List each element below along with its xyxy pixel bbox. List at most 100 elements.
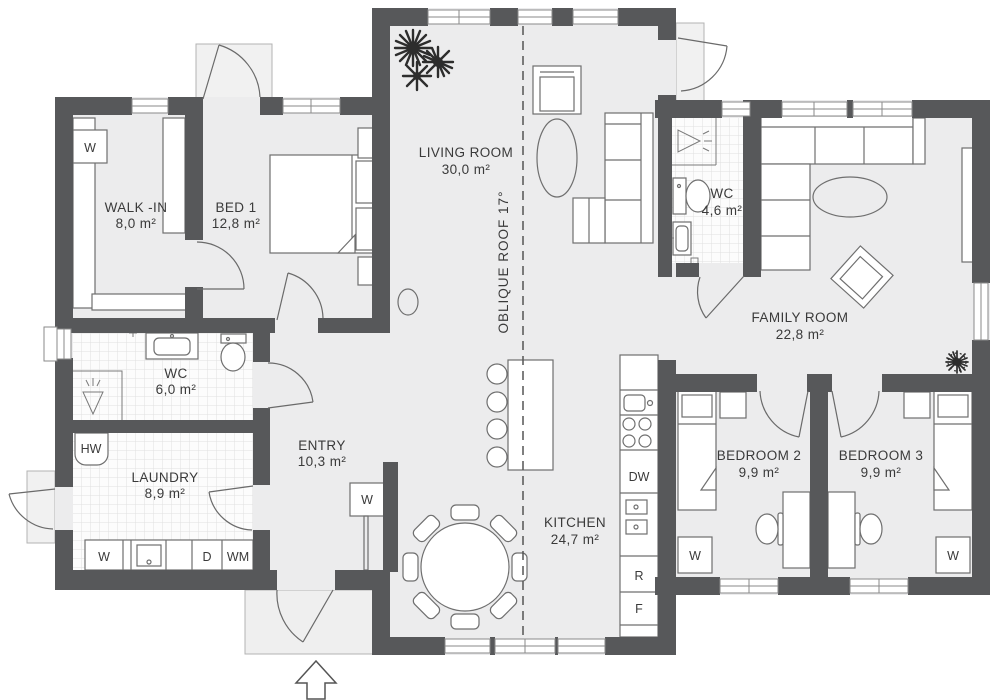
door-swing xyxy=(677,37,728,92)
floor-lamp-icon xyxy=(397,288,419,316)
room-area-family: 22,8 m² xyxy=(776,327,825,342)
door-swing xyxy=(759,390,809,438)
room-area-bed1: 12,8 m² xyxy=(212,216,261,231)
room-label-family: FAMILY ROOM xyxy=(752,310,849,325)
plant-icon xyxy=(945,350,969,374)
room-label-bedroom3: BEDROOM 3 xyxy=(839,448,924,463)
door-swing xyxy=(8,488,56,530)
wardrobe-icon xyxy=(677,536,713,574)
room-label-wc-large: WC xyxy=(164,366,187,381)
wardrobe-label: W xyxy=(947,549,959,563)
room-area-wc-large: 6,0 m² xyxy=(156,382,197,397)
door-swing xyxy=(267,362,314,409)
counter-item xyxy=(625,499,648,515)
entrance-arrow-icon xyxy=(294,659,338,700)
room-labels: WALK -IN 8,0 m² BED 1 12,8 m² LIVING ROO… xyxy=(105,145,924,547)
door-swing xyxy=(196,241,245,290)
freezer-label: F xyxy=(635,602,643,616)
wardrobe-icon xyxy=(72,129,108,164)
wc-large-fixtures xyxy=(73,329,247,420)
wardrobe-icon xyxy=(935,536,971,574)
appliance-labels: W W HW W D WM DW R F W W xyxy=(81,141,960,616)
side-landing xyxy=(675,22,705,102)
bedroom3-furniture xyxy=(827,389,973,574)
washing-machine-label: WM xyxy=(227,550,249,564)
room-area-living: 30,0 m² xyxy=(442,162,491,177)
bar-stool-icon xyxy=(486,446,508,468)
room-area-kitchen: 24,7 m² xyxy=(551,532,600,547)
kitchen-sink-icon xyxy=(623,394,646,412)
shower-icon xyxy=(73,370,123,420)
living-armchair-icon xyxy=(532,65,582,115)
plant-icon xyxy=(393,28,455,92)
door-swing xyxy=(202,44,261,100)
room-area-bedroom2: 9,9 m² xyxy=(739,465,780,480)
door-swing xyxy=(696,275,745,319)
bathroom-sink-icon xyxy=(670,221,692,256)
bar-stool-icon xyxy=(486,363,508,385)
wardrobe-label: W xyxy=(84,141,96,155)
rug-icon xyxy=(536,118,578,198)
desk-icon xyxy=(827,491,856,569)
laundry-landing xyxy=(26,470,56,544)
door-swing xyxy=(276,272,324,321)
room-label-living: LIVING ROOM xyxy=(419,145,513,160)
front-door-swing xyxy=(276,589,334,643)
living-sofa-icon xyxy=(572,112,654,244)
wardrobe-label: W xyxy=(361,493,373,507)
room-area-entry: 10,3 m² xyxy=(298,454,347,469)
plants xyxy=(393,28,969,374)
room-label-entry: ENTRY xyxy=(298,438,346,453)
nightstand-icon xyxy=(719,391,747,419)
bed-icon xyxy=(933,389,973,511)
family-armchair-icon xyxy=(830,245,894,309)
furniture xyxy=(72,65,977,638)
kitchen-island-icon xyxy=(486,359,554,471)
window-sill xyxy=(43,326,58,362)
room-area-laundry: 8,9 m² xyxy=(145,486,186,501)
walkin-shelves xyxy=(72,117,193,311)
rug-icon xyxy=(812,176,888,218)
door-swing xyxy=(208,485,254,531)
kitchen-counter xyxy=(619,354,659,638)
room-label-wc-small: WC xyxy=(710,186,733,201)
room-label-walkin: WALK -IN xyxy=(105,200,168,215)
entry-porch xyxy=(244,589,374,655)
exterior-landings xyxy=(26,22,705,700)
toilet-icon xyxy=(672,177,711,215)
roof-annotation: OBLIQUE ROOF 17° xyxy=(496,191,511,334)
hot-water-label: HW xyxy=(81,442,102,456)
dryer-label: D xyxy=(202,550,211,564)
wardrobe-label: W xyxy=(98,550,110,564)
bar-stool-icon xyxy=(486,418,508,440)
room-label-bedroom2: BEDROOM 2 xyxy=(717,448,802,463)
dishwasher-label: DW xyxy=(629,470,650,484)
wardrobe-label: W xyxy=(689,549,701,563)
toilet-icon xyxy=(220,333,247,372)
room-area-bedroom3: 9,9 m² xyxy=(861,465,902,480)
family-sofa-icon xyxy=(760,115,926,271)
shower-icon xyxy=(672,118,717,166)
wc-small-fixtures xyxy=(670,118,717,265)
room-label-bed1: BED 1 xyxy=(215,200,256,215)
desk-icon xyxy=(782,491,811,569)
room-label-kitchen: KITCHEN xyxy=(544,515,606,530)
doors xyxy=(8,37,880,643)
room-area-wc-small: 4,6 m² xyxy=(702,203,743,218)
bed-icon xyxy=(677,389,717,511)
nightstand-icon xyxy=(903,391,931,419)
room-area-walkin: 8,0 m² xyxy=(116,216,157,231)
laundry-sink-icon xyxy=(136,544,162,567)
door-swing xyxy=(831,390,880,438)
desk-chair-icon xyxy=(854,512,883,546)
bar-stool-icon xyxy=(486,391,508,413)
windows xyxy=(43,9,989,654)
room-label-laundry: LAUNDRY xyxy=(131,470,198,485)
hot-water-heater-icon xyxy=(74,432,109,466)
bathroom-sink-icon xyxy=(145,332,199,360)
stove-icon xyxy=(622,417,652,448)
desk-chair-icon xyxy=(755,512,784,546)
counter-item xyxy=(625,519,648,535)
